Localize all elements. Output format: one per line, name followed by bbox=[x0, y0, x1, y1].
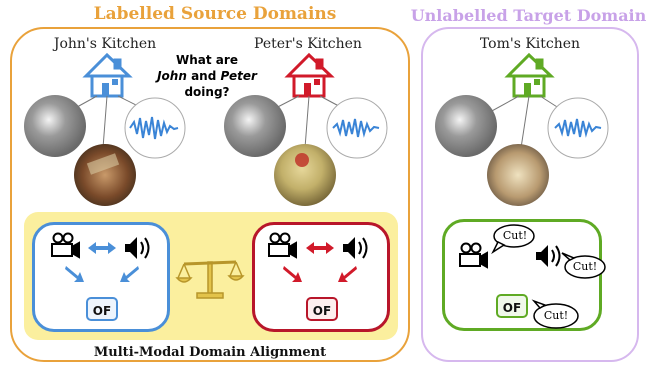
johns-optical-flow-label: OF bbox=[86, 297, 118, 321]
peters-rgb-thumbnail bbox=[274, 144, 336, 206]
johns-speaker-icon bbox=[125, 237, 150, 259]
target-domain-frame bbox=[421, 27, 639, 362]
cut-bubble-camera bbox=[491, 224, 535, 255]
question-line1: What are bbox=[176, 53, 238, 67]
toms-speaker-icon bbox=[536, 245, 561, 267]
balance-scale-icon bbox=[175, 260, 245, 299]
peters-kitchen-label: Peter's Kitchen bbox=[254, 36, 362, 52]
cut-text-of: Cut! bbox=[543, 309, 569, 322]
question-name1: John bbox=[157, 69, 187, 83]
johns-kitchen-label: John's Kitchen bbox=[53, 36, 157, 52]
toms-kitchen-label: Tom's Kitchen bbox=[479, 36, 581, 52]
peters-alignment-arrows bbox=[283, 242, 357, 282]
toms-camera-icon bbox=[459, 242, 488, 269]
target-domain-title: Unlabelled Target Domain bbox=[410, 6, 647, 25]
question-name2: Peter bbox=[220, 69, 257, 83]
toms-optical-flow-label: OF bbox=[496, 294, 528, 318]
question-line2: John and Peter bbox=[150, 68, 264, 84]
cut-bubble-audio bbox=[561, 252, 606, 279]
toms-depth-thumbnail bbox=[435, 95, 497, 157]
toms-waveform-icon bbox=[554, 118, 602, 138]
cut-bubble-of bbox=[531, 299, 579, 329]
peters-waveform-icon bbox=[332, 118, 380, 138]
cut-text-camera: Cut! bbox=[502, 229, 528, 242]
question-line3: doing? bbox=[184, 85, 230, 99]
johns-camera-icon bbox=[51, 232, 80, 259]
toms-rgb-thumbnail bbox=[487, 144, 549, 206]
peters-camera-icon bbox=[268, 232, 297, 259]
question-and: and bbox=[191, 69, 217, 83]
question-text: What are John and Peter doing? bbox=[150, 52, 264, 100]
johns-depth-thumbnail bbox=[24, 95, 86, 157]
cut-text-audio: Cut! bbox=[572, 260, 598, 273]
johns-waveform-icon bbox=[129, 116, 179, 140]
johns-rgb-thumbnail bbox=[74, 144, 136, 206]
source-domains-title: Labelled Source Domains bbox=[93, 4, 337, 24]
source-domains-frame bbox=[10, 27, 410, 362]
peters-optical-flow-label: OF bbox=[306, 297, 338, 321]
peters-speaker-icon bbox=[343, 237, 368, 259]
peters-depth-thumbnail bbox=[224, 95, 286, 157]
multi-modal-alignment-caption: Multi-Modal Domain Alignment bbox=[93, 345, 327, 360]
johns-alignment-arrows bbox=[65, 242, 139, 282]
